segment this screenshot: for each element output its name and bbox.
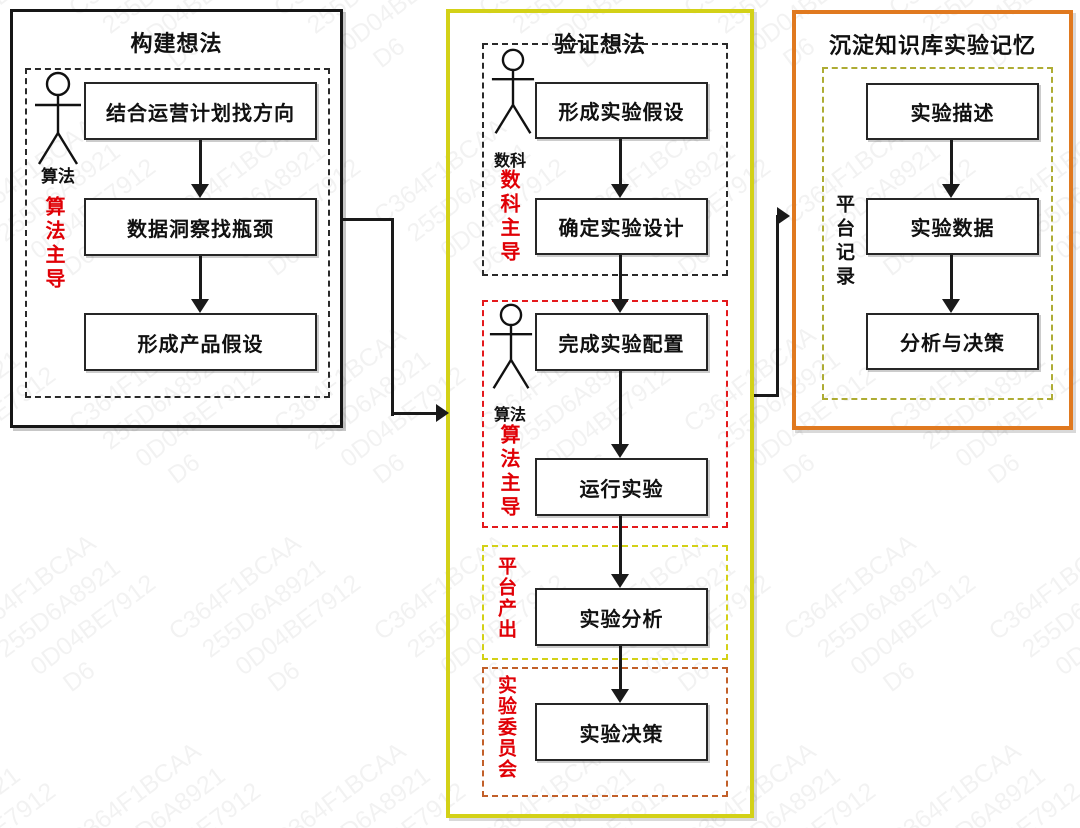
arrow-head-icon xyxy=(611,299,629,313)
arrow-line xyxy=(199,140,202,184)
arrow-head-icon xyxy=(611,574,629,588)
arrow-line xyxy=(199,256,202,299)
flow-node: 结合运营计划找方向 xyxy=(84,82,317,140)
flow-node-label: 完成实验配置 xyxy=(558,333,685,356)
flow-node-label: 实验分析 xyxy=(579,608,664,631)
connector-line xyxy=(343,218,394,221)
person-icon xyxy=(35,71,81,165)
role-label: 平台记录 xyxy=(833,194,854,290)
arrow-line xyxy=(950,140,953,184)
role-label: 平台产出 xyxy=(495,556,516,640)
flow-node-label: 实验数据 xyxy=(910,218,995,240)
arrow-line xyxy=(619,371,622,444)
role-label: 数科主导 xyxy=(497,169,519,265)
arrow-head-icon xyxy=(942,299,960,313)
flow-node-label: 实验决策 xyxy=(579,723,664,746)
arrow-head-icon xyxy=(611,444,629,458)
arrow-head-icon xyxy=(436,404,449,422)
group-platform-output xyxy=(482,545,728,660)
section-build-title: 构建想法 xyxy=(130,31,223,56)
actor-label: 数科 xyxy=(493,153,526,170)
arrow-head-icon xyxy=(191,299,209,313)
flow-node: 数据洞察找瓶颈 xyxy=(84,198,317,256)
flow-node: 形成产品假设 xyxy=(84,313,317,371)
flow-node-label: 运行实验 xyxy=(579,478,664,501)
section-knowledge-memory: 沉淀知识库实验记忆 平台记录 实验描述 实验数据 分析与决策 xyxy=(792,10,1073,430)
flow-node-label: 实验描述 xyxy=(910,103,995,125)
flow-node: 实验数据 xyxy=(866,198,1039,255)
arrow-head-icon xyxy=(191,184,209,198)
group-algorithm-led xyxy=(482,300,728,528)
actor-label: 算法 xyxy=(493,407,526,424)
arrow-line xyxy=(619,646,622,689)
flow-node-label: 分析与决策 xyxy=(900,333,1005,355)
connector-line xyxy=(391,218,394,416)
connector-line xyxy=(776,215,779,397)
group-experiment-committee xyxy=(482,667,728,797)
arrow-line xyxy=(950,255,953,299)
flow-node-label: 数据洞察找瓶颈 xyxy=(127,218,274,241)
flow-node: 实验描述 xyxy=(866,83,1039,140)
arrow-head-icon xyxy=(611,689,629,703)
arrow-line xyxy=(619,255,622,299)
role-label: 算法主导 xyxy=(42,196,64,292)
arrow-line xyxy=(619,516,622,574)
role-label: 实验委员会 xyxy=(495,675,516,780)
flow-node-label: 确定实验设计 xyxy=(558,218,685,240)
flow-node-label: 结合运营计划找方向 xyxy=(106,102,295,125)
person-icon xyxy=(491,48,535,134)
role-label: 算法主导 xyxy=(497,424,519,520)
group-datasci-led xyxy=(482,43,728,276)
section-build-ideas: 构建想法 算法 算法主导 结合运营计划找方向 数据洞察找瓶颈 形成产品假设 xyxy=(10,9,343,428)
arrow-line xyxy=(619,139,622,184)
flow-node: 实验分析 xyxy=(535,588,708,646)
flow-node: 形成实验假设 xyxy=(535,82,708,139)
section-memory-title: 沉淀知识库实验记忆 xyxy=(828,33,1036,58)
person-icon xyxy=(489,303,533,389)
flow-node: 完成实验配置 xyxy=(535,313,708,371)
connector-line xyxy=(391,412,437,415)
section-validate-ideas: 验证想法 数科 数科主导 算法 算法主导 平台产出 实验委员会 形成实验假设 xyxy=(446,9,754,818)
arrow-head-icon xyxy=(942,184,960,198)
actor-label: 算法 xyxy=(41,167,75,186)
flow-node-label: 形成产品假设 xyxy=(137,333,264,356)
flow-node: 确定实验设计 xyxy=(535,198,708,255)
arrow-head-icon xyxy=(611,184,629,198)
flow-node-label: 形成实验假设 xyxy=(558,102,685,124)
arrow-head-icon xyxy=(777,207,790,225)
group-algorithm-led xyxy=(25,68,330,398)
flow-node: 运行实验 xyxy=(535,458,708,516)
flow-node: 实验决策 xyxy=(535,703,708,761)
group-platform-record xyxy=(822,67,1053,400)
connector-line xyxy=(754,394,779,397)
flow-node: 分析与决策 xyxy=(866,313,1039,370)
